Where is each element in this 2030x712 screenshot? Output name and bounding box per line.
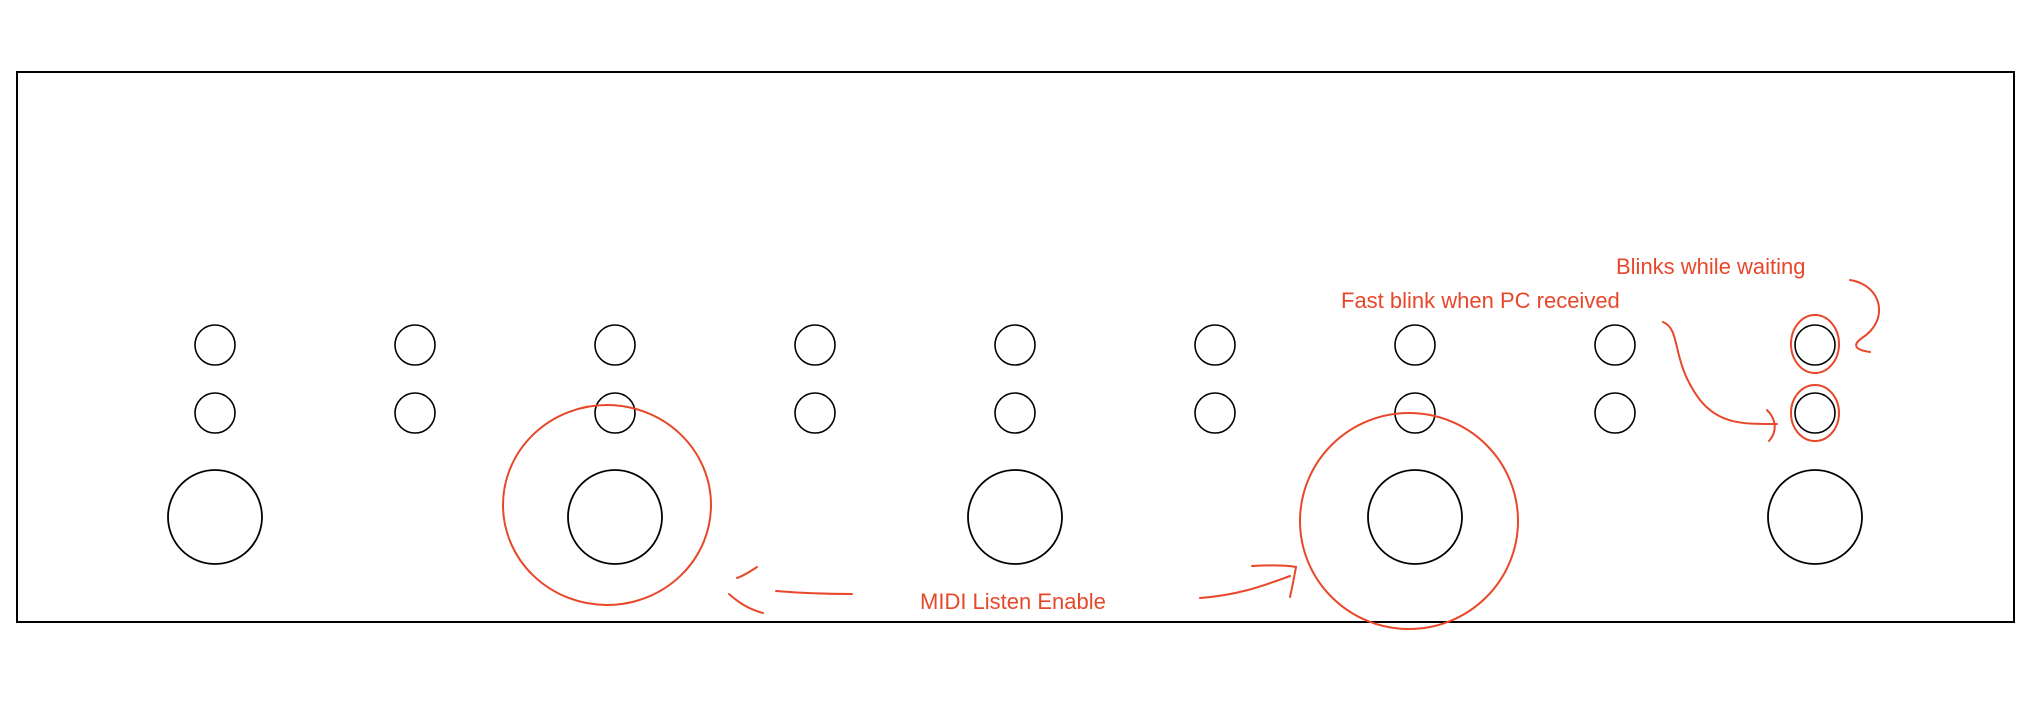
led-bottom-9 [1794,392,1836,434]
arrow-left-shaft [775,590,853,595]
led-bottom-5 [994,392,1036,434]
led-bottom-4 [794,392,836,434]
fast-blink-arrow-head [1766,409,1776,442]
fast-blink-arrow-shaft [1662,321,1778,426]
led-top-4 [794,324,836,366]
footswitch-4 [1367,469,1463,565]
led-top-7 [1394,324,1436,366]
arrow-right-head [1251,564,1298,598]
blinks-waiting-hook [1849,279,1880,353]
led-top-8 [1594,324,1636,366]
led-bottom-6 [1194,392,1236,434]
highlight-circle-bottom-led [1790,384,1840,442]
annotation-marks [502,279,1880,630]
footswitch-3 [967,469,1063,565]
led-top-9 [1794,324,1836,366]
annotation-midi-listen: MIDI Listen Enable [920,589,1106,614]
led-top-5 [994,324,1036,366]
annotation-blinks-waiting: Blinks while waiting [1616,254,1806,279]
highlight-circle-switch-4 [1299,412,1519,630]
highlight-circle-switch-2 [502,404,712,606]
led-top-1 [194,324,236,366]
led-top-3 [594,324,636,366]
led-bottom-8 [1594,392,1636,434]
arrow-left-head-bottom [728,593,764,614]
footswitch-row [167,469,1863,565]
arrow-left-head-top [736,566,758,579]
led-bottom-2 [394,392,436,434]
led-bottom-3 [594,392,636,434]
arrow-right-shaft [1199,575,1291,599]
led-bottom-1 [194,392,236,434]
footswitch-5 [1767,469,1863,565]
footswitch-2 [567,469,663,565]
annotation-fast-blink: Fast blink when PC received [1341,288,1620,313]
panel-outline [16,71,2015,623]
footswitch-1 [167,469,263,565]
highlight-circle-top-led [1790,314,1840,374]
led-top-2 [394,324,436,366]
led-top-6 [1194,324,1236,366]
led-grid [194,324,1836,434]
